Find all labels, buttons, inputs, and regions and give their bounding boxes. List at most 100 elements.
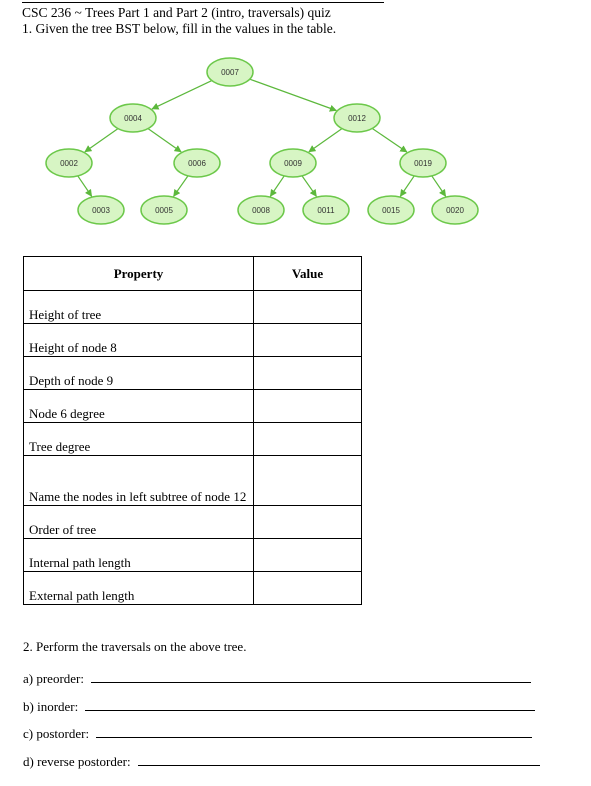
- question-2: 2. Perform the traversals on the above t…: [23, 639, 247, 654]
- tree-node-label: 0005: [155, 206, 173, 215]
- header: CSC 236 ~ Trees Part 1 and Part 2 (intro…: [22, 5, 336, 37]
- bst-diagram: 0007 0004 0012 0002 0006 0009 0019 0003 0005 0008…: [45, 57, 479, 225]
- tree-node: 0011: [302, 195, 350, 225]
- tree-node-label: 0004: [124, 114, 142, 123]
- property-cell: Height of node 8: [23, 323, 254, 357]
- traversal-label: b) inorder:: [23, 699, 79, 714]
- table-row: Depth of node 9: [23, 356, 362, 390]
- tree-node-ellipse: [206, 57, 254, 87]
- table-row: Height of tree: [23, 290, 362, 324]
- table-row: External path length: [23, 571, 362, 605]
- tree-node: 0008: [237, 195, 285, 225]
- quiz-title: CSC 236 ~ Trees Part 1 and Part 2 (intro…: [22, 5, 331, 20]
- tree-node-label: 0003: [92, 206, 110, 215]
- tree-node-label: 0015: [382, 206, 400, 215]
- tree-node: 0019: [399, 148, 447, 178]
- traversal-label: d) reverse postorder:: [23, 754, 131, 769]
- tree-node-ellipse: [237, 195, 285, 225]
- table-row: Height of node 8: [23, 323, 362, 357]
- property-cell: Height of tree: [23, 290, 254, 324]
- value-cell[interactable]: [253, 571, 362, 605]
- answer-line[interactable]: [96, 723, 533, 738]
- tree-edge: [269, 175, 285, 197]
- table-row: Tree degree: [23, 422, 362, 456]
- tree-node-ellipse: [399, 148, 447, 178]
- traversal-label: a) preorder:: [23, 671, 84, 686]
- tree-node-label: 0008: [252, 206, 270, 215]
- name-underline: [22, 0, 384, 3]
- traversal-postorder: c) postorder:: [23, 723, 533, 742]
- tree-edge: [84, 128, 119, 153]
- property-cell: Node 6 degree: [23, 389, 254, 423]
- tree-node-ellipse: [367, 195, 415, 225]
- value-cell[interactable]: [253, 505, 362, 539]
- answer-line[interactable]: [91, 668, 532, 683]
- table-row: Internal path length: [23, 538, 362, 572]
- property-cell: Depth of node 9: [23, 356, 254, 390]
- tree-node: 0003: [77, 195, 125, 225]
- tree-edge: [151, 80, 213, 110]
- tree-node: 0015: [367, 195, 415, 225]
- tree-edge: [173, 175, 189, 197]
- tree-edge: [431, 175, 447, 197]
- table-row: Name the nodes in left subtree of node 1…: [23, 455, 362, 506]
- value-cell[interactable]: [253, 422, 362, 456]
- tree-node-label: 0019: [414, 159, 432, 168]
- tree-node: 0012: [333, 103, 381, 133]
- tree-edge: [371, 127, 408, 153]
- value-cell[interactable]: [253, 538, 362, 572]
- tree-edge: [77, 175, 93, 197]
- tree-node: 0005: [140, 195, 188, 225]
- tree-node: 0020: [431, 195, 479, 225]
- value-cell[interactable]: [253, 290, 362, 324]
- property-cell: Name the nodes in left subtree of node 1…: [23, 455, 254, 506]
- value-cell[interactable]: [253, 323, 362, 357]
- answer-line[interactable]: [137, 751, 540, 766]
- tree-node-ellipse: [109, 103, 157, 133]
- question-1: 1. Given the tree BST below, fill in the…: [22, 21, 337, 36]
- property-cell: Order of tree: [23, 505, 254, 539]
- tree-node-ellipse: [173, 148, 221, 178]
- header-property: Property: [23, 256, 254, 291]
- tree-node-ellipse: [431, 195, 479, 225]
- tree-node-ellipse: [269, 148, 317, 178]
- tree-node: 0002: [45, 148, 93, 178]
- tree-node-ellipse: [77, 195, 125, 225]
- tree-node-ellipse: [140, 195, 188, 225]
- value-cell[interactable]: [253, 455, 362, 506]
- tree-edge: [308, 128, 343, 153]
- tree-edges: [77, 78, 447, 197]
- traversal-inorder: b) inorder:: [23, 696, 536, 715]
- property-cell: Tree degree: [23, 422, 254, 456]
- tree-node: 0004: [109, 103, 157, 133]
- tree-node-ellipse: [333, 103, 381, 133]
- property-cell: External path length: [23, 571, 254, 605]
- value-cell[interactable]: [253, 356, 362, 390]
- traversal-label: c) postorder:: [23, 726, 90, 741]
- tree-node-label: 0012: [348, 114, 366, 123]
- tree-node: 0007: [206, 57, 254, 87]
- traversal-reverse-postorder: d) reverse postorder:: [23, 751, 540, 770]
- tree-edge: [399, 175, 415, 197]
- tree-node: 0006: [173, 148, 221, 178]
- tree-node-ellipse: [302, 195, 350, 225]
- tree-edge: [249, 78, 337, 112]
- traversal-preorder: a) preorder:: [23, 668, 532, 687]
- tree-edge: [301, 175, 317, 197]
- tree-edge: [147, 128, 182, 153]
- answer-line[interactable]: [85, 696, 536, 711]
- tree-node-label: 0007: [221, 68, 239, 77]
- tree-node-label: 0006: [188, 159, 206, 168]
- property-cell: Internal path length: [23, 538, 254, 572]
- value-cell[interactable]: [253, 389, 362, 423]
- tree-node-label: 0002: [60, 159, 78, 168]
- property-table: Property Value Height of tree Height of …: [23, 256, 362, 605]
- header-value: Value: [253, 256, 362, 291]
- table-row: Node 6 degree: [23, 389, 362, 423]
- tree-node-label: 0020: [446, 206, 464, 215]
- tree-node-label: 0009: [284, 159, 302, 168]
- table-row: Order of tree: [23, 505, 362, 539]
- tree-node-label: 0011: [317, 206, 335, 215]
- tree-node: 0009: [269, 148, 317, 178]
- tree-node-ellipse: [45, 148, 93, 178]
